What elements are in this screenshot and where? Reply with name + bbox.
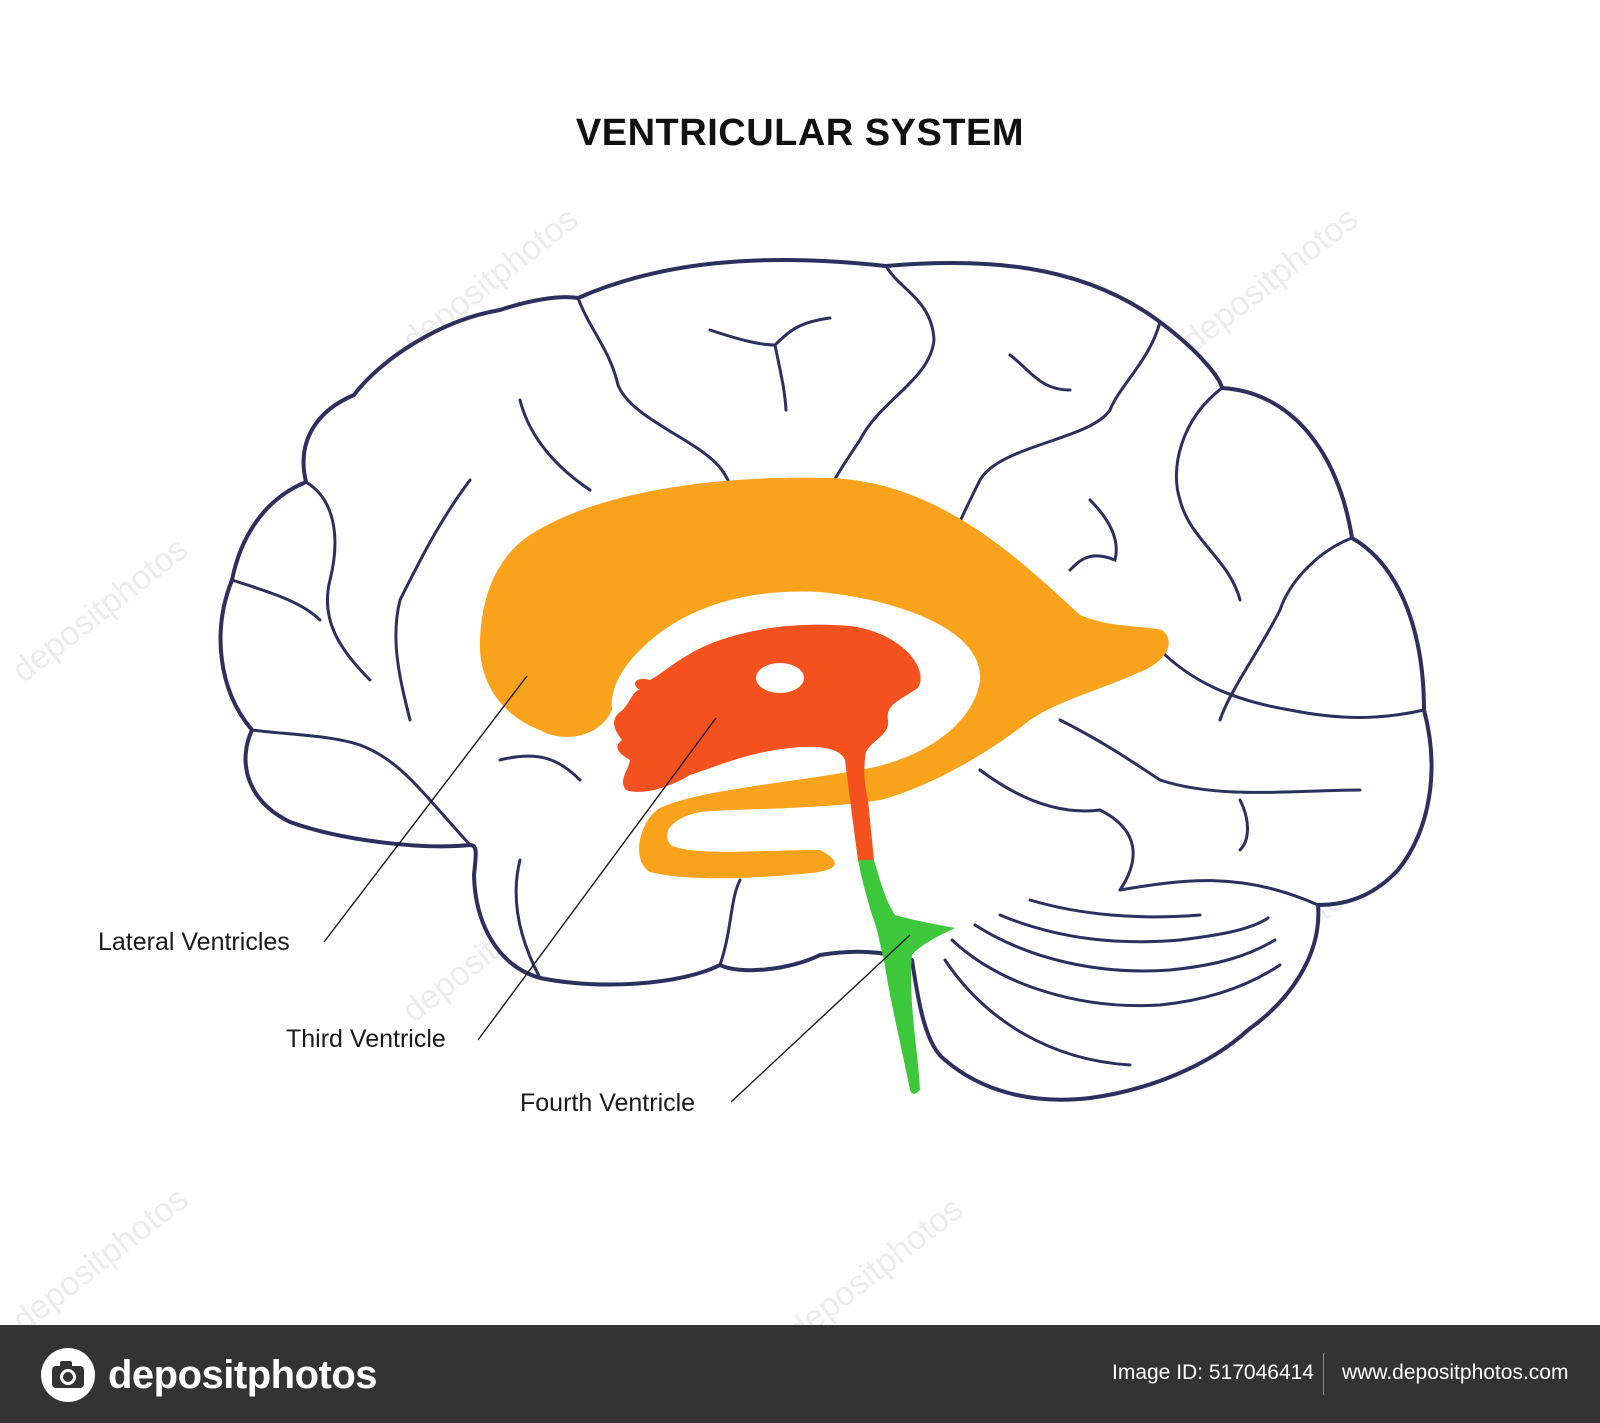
label-fourth-ventricle: Fourth Ventricle bbox=[520, 1089, 696, 1117]
footer-divider bbox=[1323, 1353, 1324, 1395]
brain-diagram bbox=[218, 257, 1434, 1103]
site-link[interactable]: www.depositphotos.com bbox=[1342, 1361, 1569, 1384]
diagram-canvas: depositphotos depositphotos depositphoto… bbox=[5, 112, 1434, 1350]
image-id: Image ID: 517046414 bbox=[1112, 1361, 1314, 1384]
cerebellum-folds bbox=[943, 898, 1282, 1067]
footer-bar: depositphotos Image ID: 517046414 www.de… bbox=[0, 1325, 1600, 1423]
brand-name: depositphotos bbox=[108, 1352, 378, 1397]
camera-icon bbox=[41, 1348, 95, 1402]
leader-lines bbox=[323, 675, 911, 1103]
lateral-ventricles bbox=[479, 477, 1169, 879]
third-ventricle-hole bbox=[756, 663, 804, 693]
brand-logo[interactable]: depositphotos bbox=[40, 1347, 378, 1403]
label-third-ventricle: Third Ventricle bbox=[286, 1025, 446, 1053]
page-title: VENTRICULAR SYSTEM bbox=[575, 112, 1025, 154]
brain-folds bbox=[230, 264, 1426, 980]
label-lateral-ventricles: Lateral Ventricles bbox=[98, 928, 290, 956]
third-ventricle bbox=[614, 624, 921, 860]
fourth-ventricle bbox=[858, 860, 955, 1094]
